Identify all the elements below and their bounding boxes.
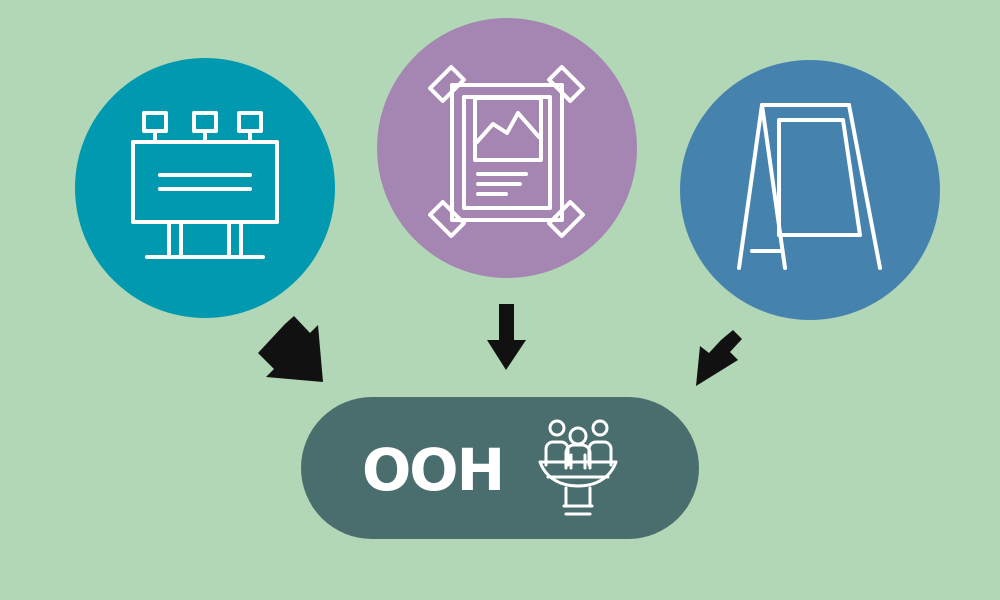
arrow-right — [696, 330, 742, 386]
ooh-pill — [301, 397, 699, 539]
arrow-left — [258, 316, 323, 382]
poster-icon — [428, 65, 585, 238]
arrow-center — [487, 304, 526, 370]
source-sign — [680, 60, 940, 320]
source-billboard — [75, 58, 335, 318]
a-frame-sign-icon — [737, 103, 882, 270]
audience-funnel-icon — [538, 419, 618, 516]
sign-circle — [680, 60, 940, 320]
ooh-node: OOH — [301, 397, 699, 539]
source-poster — [377, 18, 637, 278]
poster-circle — [377, 18, 637, 278]
ooh-label: OOH — [362, 436, 503, 504]
billboard-icon — [131, 111, 279, 259]
